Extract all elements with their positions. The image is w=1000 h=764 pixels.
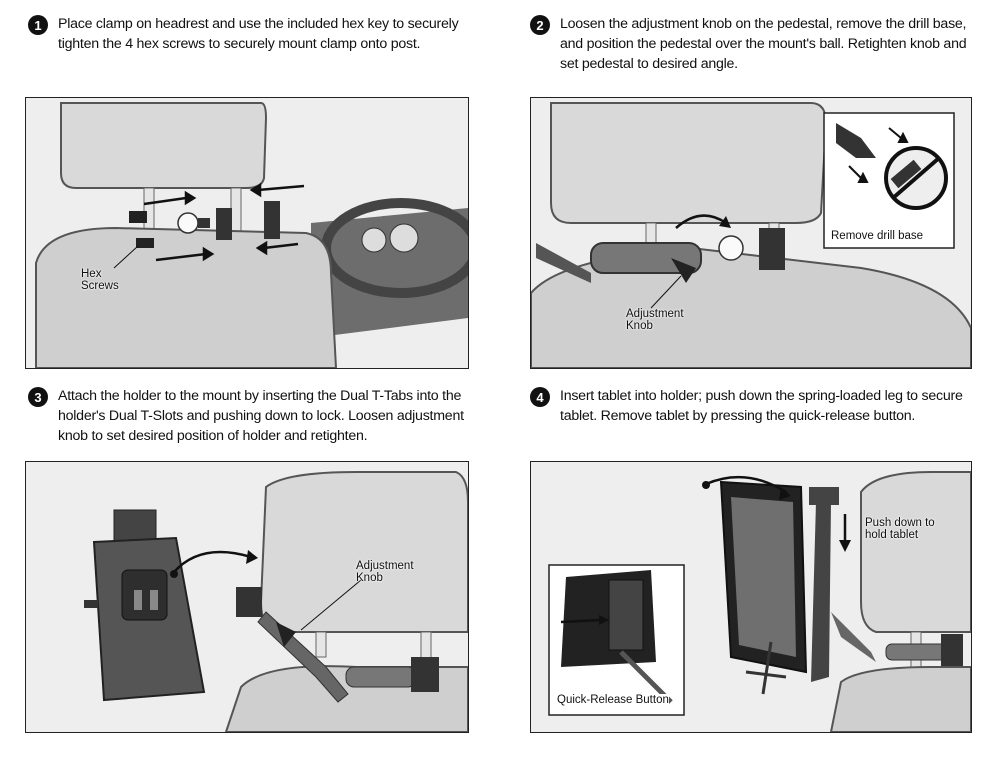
step-3-number: 3 <box>28 387 48 407</box>
step-3-text: Attach the holder to the mount by insert… <box>58 388 464 444</box>
step-4-text: Insert tablet into holder; push down the… <box>560 388 963 424</box>
step-4-heading: 4 Insert tablet into holder; push down t… <box>530 386 985 426</box>
step-3-heading: 3 Attach the holder to the mount by inse… <box>28 386 468 446</box>
step-4-number: 4 <box>530 387 550 407</box>
quick-release-button-label: Quick-Release Button <box>557 694 669 706</box>
adjustment-knob-label-step-3: Adjustment Knob <box>356 560 414 584</box>
step-4-illustration: Push down to hold tablet Quick-Release B… <box>530 461 972 733</box>
hex-screws-label: Hex Screws <box>81 268 119 292</box>
step-2-text: Loosen the adjustment knob on the pedest… <box>560 16 967 72</box>
step-1-heading: 1 Place clamp on headrest and use the in… <box>28 14 468 54</box>
step-1-number: 1 <box>28 15 48 35</box>
step-3-illustration: Adjustment Knob <box>25 461 469 733</box>
step-1-illustration: Hex Screws <box>25 97 469 369</box>
step-1-text: Place clamp on headrest and use the incl… <box>58 16 459 52</box>
push-down-label: Push down to hold tablet <box>865 517 935 541</box>
step-2-illustration: Remove drill base Adjustment Knob <box>530 97 972 369</box>
step-2-heading: 2 Loosen the adjustment knob on the pede… <box>530 14 970 74</box>
step-2-number: 2 <box>530 15 550 35</box>
remove-drill-base-label: Remove drill base <box>831 230 924 242</box>
adjustment-knob-label-step-2: Adjustment Knob <box>626 308 684 332</box>
